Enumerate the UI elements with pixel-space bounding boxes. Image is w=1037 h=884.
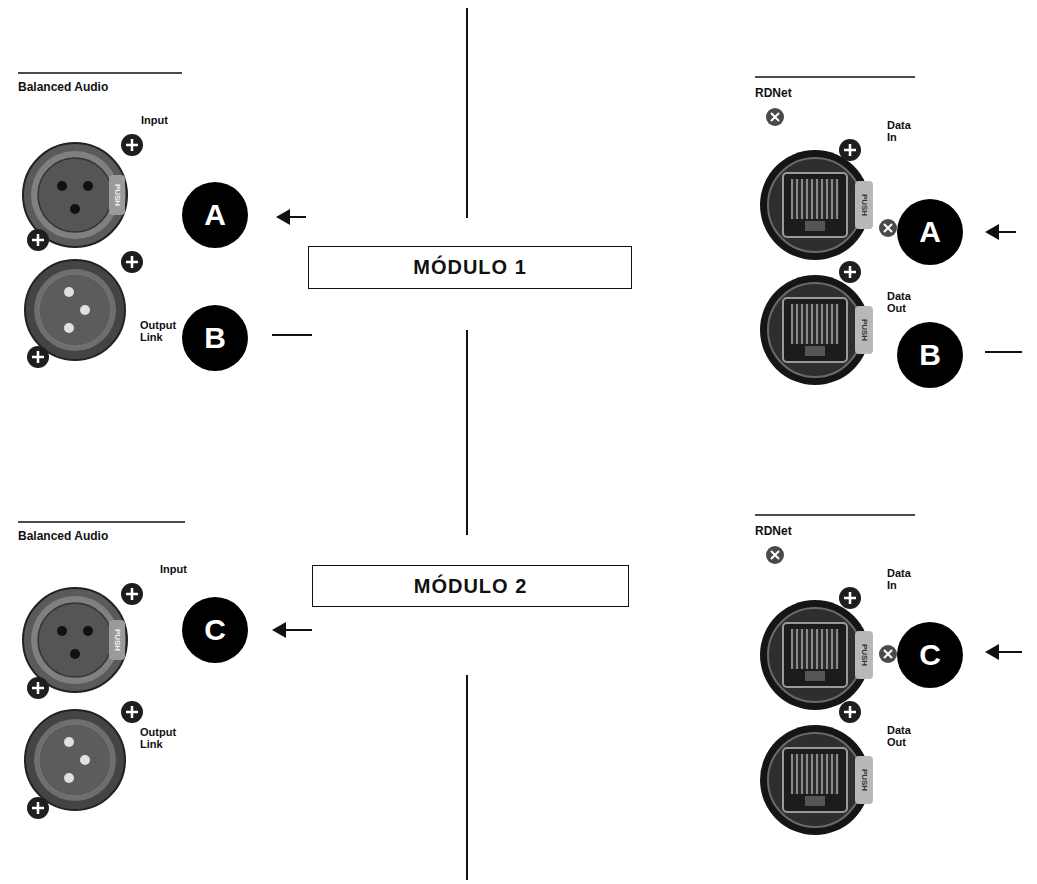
module-box: MÓDULO 2 — [312, 565, 629, 607]
port-label: Data In — [887, 568, 923, 591]
push-latch-text: PUSH — [113, 184, 122, 206]
callout-letter: C — [204, 613, 226, 647]
panel-heading: RDNet — [755, 524, 792, 538]
push-latch-text: PUSH — [860, 644, 869, 666]
callout-letter: B — [919, 338, 941, 372]
panel-heading: Balanced Audio — [18, 529, 108, 543]
port-label: Output Link — [140, 320, 184, 343]
callout-letter: A — [919, 215, 941, 249]
push-latch-text: PUSH — [860, 194, 869, 216]
port-label: Data Out — [887, 291, 923, 314]
callout-circle: A — [897, 199, 963, 265]
port-label: Data In — [887, 120, 923, 143]
port-label: Input — [141, 114, 168, 126]
callout-letter: A — [204, 198, 226, 232]
module-title: MÓDULO 2 — [414, 575, 528, 598]
callout-circle: C — [897, 622, 963, 688]
callout-letter: B — [204, 321, 226, 355]
module-box: MÓDULO 1 — [308, 246, 632, 289]
push-latch-text: PUSH — [113, 629, 122, 651]
callout-circle: B — [897, 322, 963, 388]
port-label: Input — [160, 563, 187, 575]
callout-circle: A — [182, 182, 248, 248]
push-latch-text: PUSH — [860, 319, 869, 341]
panel-heading: Balanced Audio — [18, 80, 108, 94]
push-latch-text: PUSH — [860, 769, 869, 791]
port-label: Data Out — [887, 725, 923, 748]
callout-circle: C — [182, 597, 248, 663]
module-title: MÓDULO 1 — [413, 256, 527, 279]
panel-heading: RDNet — [755, 86, 792, 100]
callout-circle: B — [182, 305, 248, 371]
port-label: Output Link — [140, 727, 184, 750]
callout-letter: C — [919, 638, 941, 672]
